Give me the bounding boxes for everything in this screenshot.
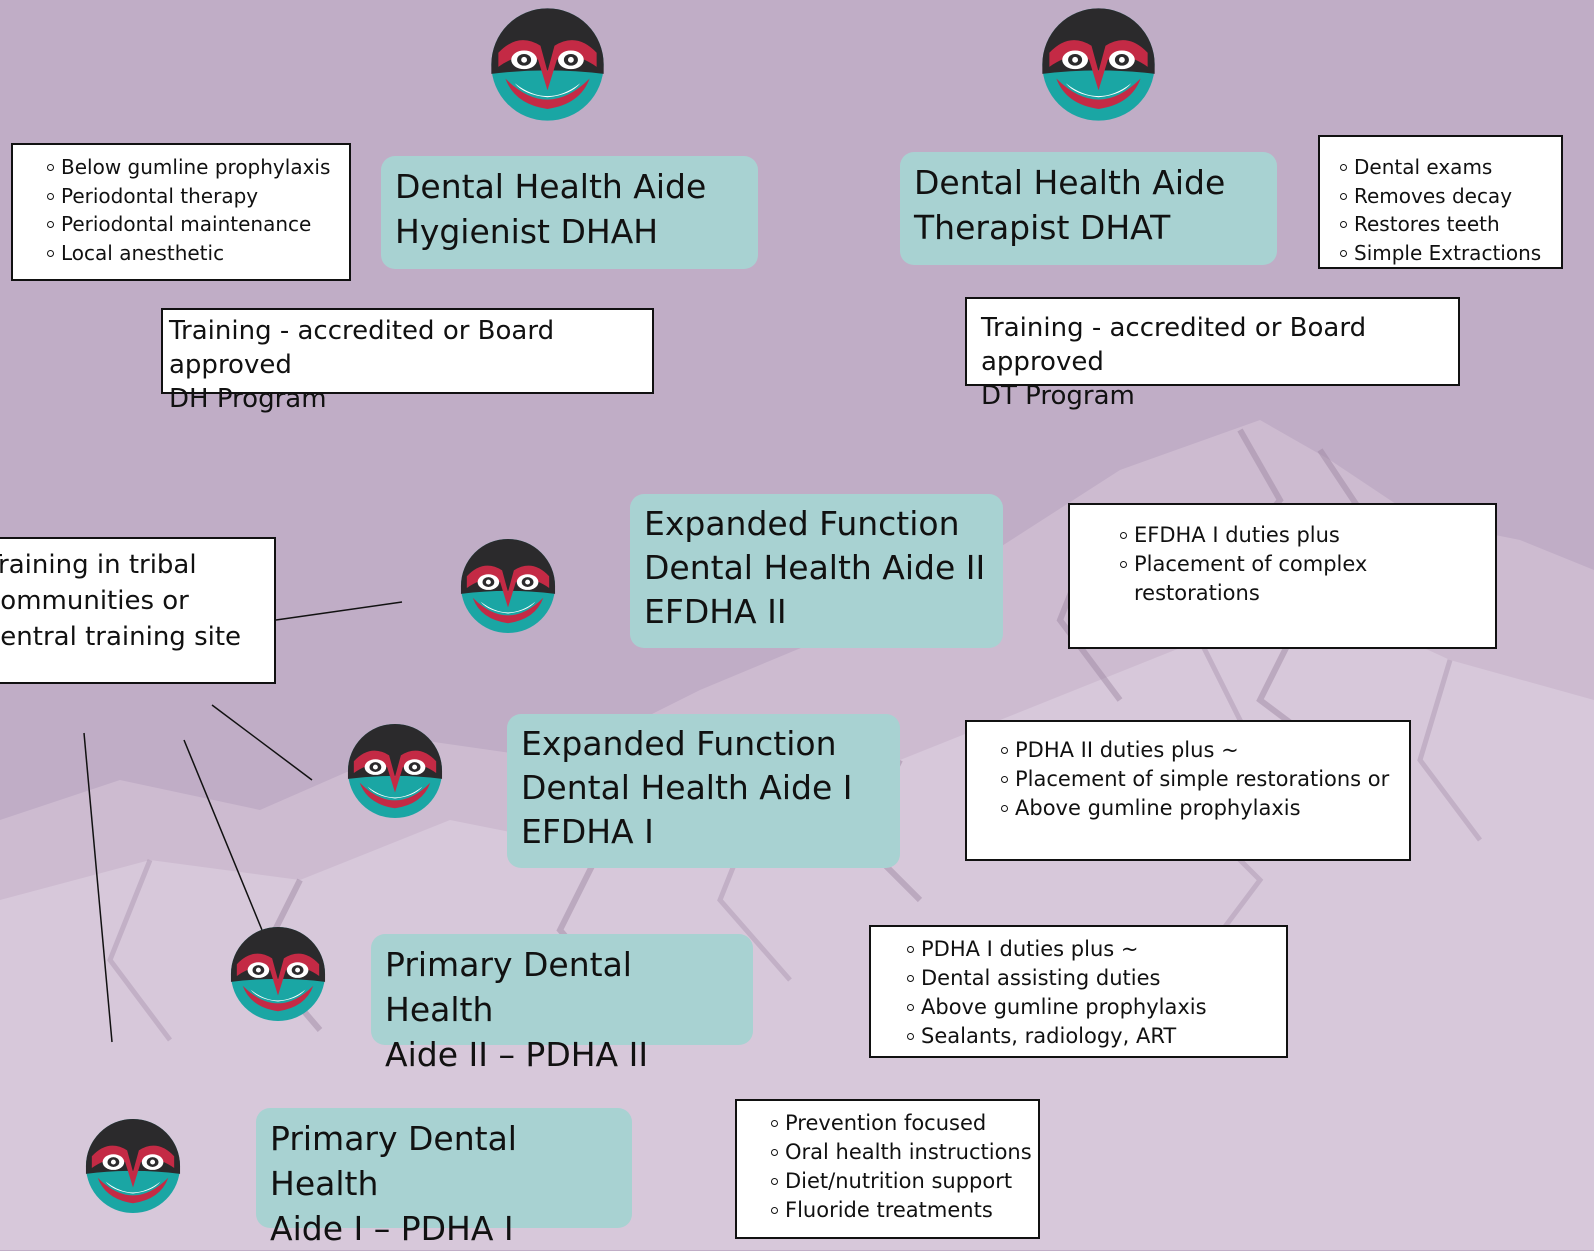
duty-item: Oral health instructions: [771, 1138, 1038, 1167]
tribal-mask-icon: [489, 6, 606, 123]
duty-item: Removes decay: [1340, 182, 1561, 211]
training-dhat: Training - accredited or Board approved …: [965, 297, 1460, 411]
duty-item: Dental assisting duties: [907, 964, 1286, 993]
duty-item: Placement of simple restorations or: [1001, 765, 1409, 794]
duty-item-continued: restorations: [1134, 581, 1260, 605]
duty-item: Periodontal maintenance: [47, 210, 349, 239]
duty-item: Below gumline prophylaxis: [47, 153, 349, 182]
role-dhah: Dental Health Aide Hygienist DHAH: [381, 156, 758, 269]
duty-item: Placement of complex: [1120, 550, 1495, 579]
training-dhah: Training - accredited or Board approved …: [161, 308, 654, 414]
duties-dhah: Below gumline prophylaxis Periodontal th…: [11, 143, 351, 281]
duty-item: Local anesthetic: [47, 239, 349, 268]
role-efdha2: Expanded Function Dental Health Aide II …: [630, 494, 1003, 648]
duty-item: Diet/nutrition support: [771, 1167, 1038, 1196]
duty-item: Fluoride treatments: [771, 1196, 1038, 1225]
tribal-mask-icon: [459, 537, 557, 635]
role-pdha2: Primary Dental Health Aide II – PDHA II: [371, 934, 753, 1074]
duty-item: Simple Extractions: [1340, 239, 1561, 268]
duties-pdha1: Prevention focused Oral health instructi…: [735, 1099, 1040, 1239]
duty-item: Above gumline prophylaxis: [1001, 794, 1409, 823]
tribal-mask-icon: [346, 722, 444, 820]
duty-item: PDHA I duties plus ~: [907, 935, 1286, 964]
role-pdha1: Primary Dental Health Aide I – PDHA I: [256, 1108, 632, 1248]
duty-item: EFDHA I duties plus: [1120, 521, 1495, 550]
duty-item: Sealants, radiology, ART: [907, 1022, 1286, 1051]
training-community: Training in tribal communities or centra…: [0, 537, 276, 684]
duty-item: Dental exams: [1340, 153, 1561, 182]
duties-pdha2: PDHA I duties plus ~ Dental assisting du…: [869, 925, 1288, 1058]
role-dhat: Dental Health Aide Therapist DHAT: [900, 152, 1277, 265]
role-efdha1: Expanded Function Dental Health Aide I E…: [507, 714, 900, 868]
duty-item: Restores teeth: [1340, 210, 1561, 239]
tribal-mask-icon: [229, 925, 327, 1023]
duties-efdha1: PDHA II duties plus ~ Placement of simpl…: [965, 720, 1411, 861]
duty-item: Prevention focused: [771, 1109, 1038, 1138]
tribal-mask-icon: [1040, 6, 1157, 123]
tribal-mask-icon: [84, 1117, 182, 1215]
duty-item: PDHA II duties plus ~: [1001, 736, 1409, 765]
duties-dhat: Dental exams Removes decay Restores teet…: [1318, 135, 1563, 269]
duty-item: Above gumline prophylaxis: [907, 993, 1286, 1022]
duties-efdha2: EFDHA I duties plus Placement of complex…: [1068, 503, 1497, 649]
duty-item: Periodontal therapy: [47, 182, 349, 211]
